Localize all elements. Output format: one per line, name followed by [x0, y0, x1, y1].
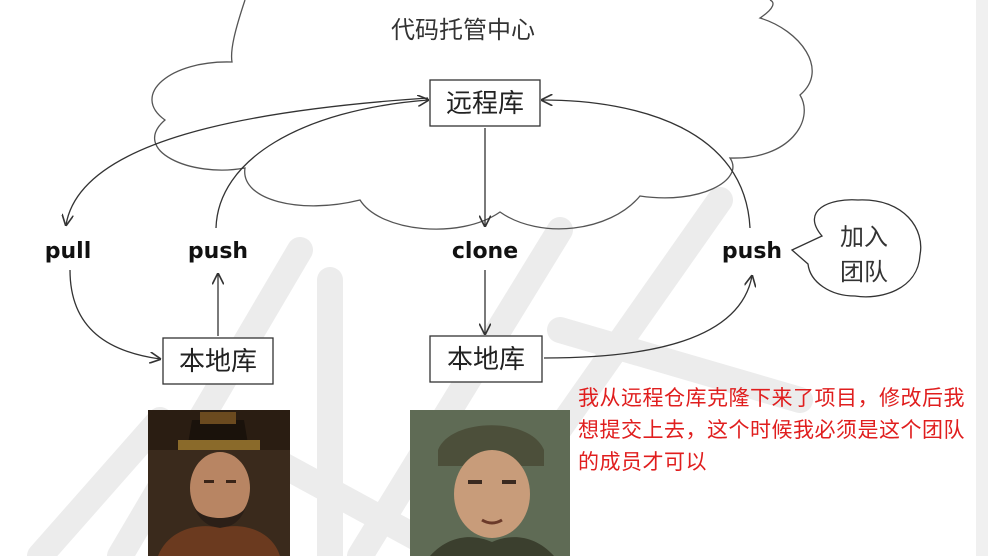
local-repo-right-box [429, 335, 543, 383]
join-team-bubble [790, 199, 922, 298]
arrow-remote-to-pull [66, 97, 429, 225]
arrow-pull-to-local-left [69, 269, 160, 359]
remote-repo-box [429, 79, 541, 127]
pull-label: pull [45, 239, 92, 264]
arrow-local-right-to-push [543, 276, 752, 359]
watermark [27, 187, 813, 556]
clone-label: clone [452, 239, 518, 264]
right-edge-strip [976, 0, 988, 556]
arrow-push-left-to-remote [215, 100, 428, 229]
remote-repo-label: 远程库 [446, 89, 524, 119]
portrait-left [148, 410, 290, 556]
portrait-right [410, 410, 570, 556]
bubble-line2: 团队 [840, 258, 888, 286]
push-left-label: push [188, 239, 248, 264]
arrow-push-right-to-remote [542, 100, 751, 229]
local-repo-left-label: 本地库 [179, 347, 257, 377]
local-repo-right-label: 本地库 [447, 345, 525, 375]
portrait-left-image [148, 410, 290, 556]
portrait-right-image [410, 410, 570, 556]
bubble-line1: 加入 [840, 223, 888, 251]
cloud-title: 代码托管中心 [391, 16, 535, 44]
push-right-label: push [722, 239, 782, 264]
explanation-note: 我从远程仓库克隆下来了项目，修改后我想提交上去，这个时候我必须是这个团队的成员才… [578, 386, 965, 474]
local-repo-left-box [162, 337, 274, 385]
